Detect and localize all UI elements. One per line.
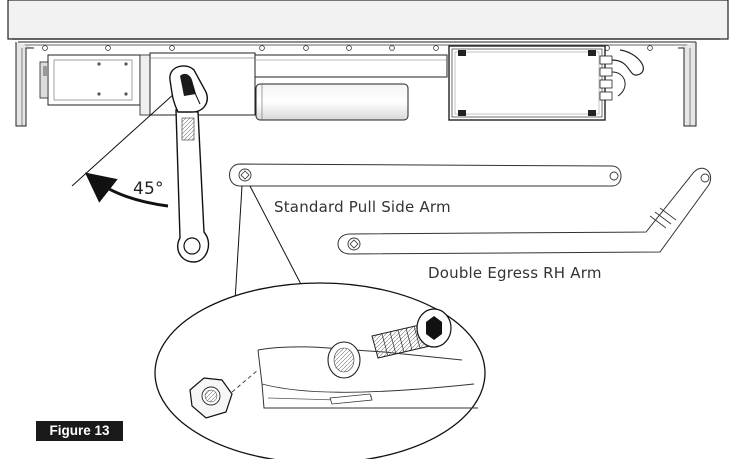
power-supply-box <box>448 45 644 121</box>
double-egress-rh-arm <box>337 167 712 255</box>
standard-pull-side-arm <box>229 163 622 187</box>
wrench <box>169 65 210 263</box>
door-header <box>7 0 729 127</box>
angle-label: 45° <box>133 179 164 199</box>
standard-arm-label: Standard Pull Side Arm <box>274 198 451 216</box>
hex-nut <box>189 369 259 419</box>
control-module <box>39 54 151 116</box>
figure-caption: Figure 13 <box>36 421 123 441</box>
double-arm-label: Double Egress RH Arm <box>428 264 602 282</box>
hex-socket-bolt <box>371 308 452 359</box>
detail-magnifier <box>154 282 486 463</box>
